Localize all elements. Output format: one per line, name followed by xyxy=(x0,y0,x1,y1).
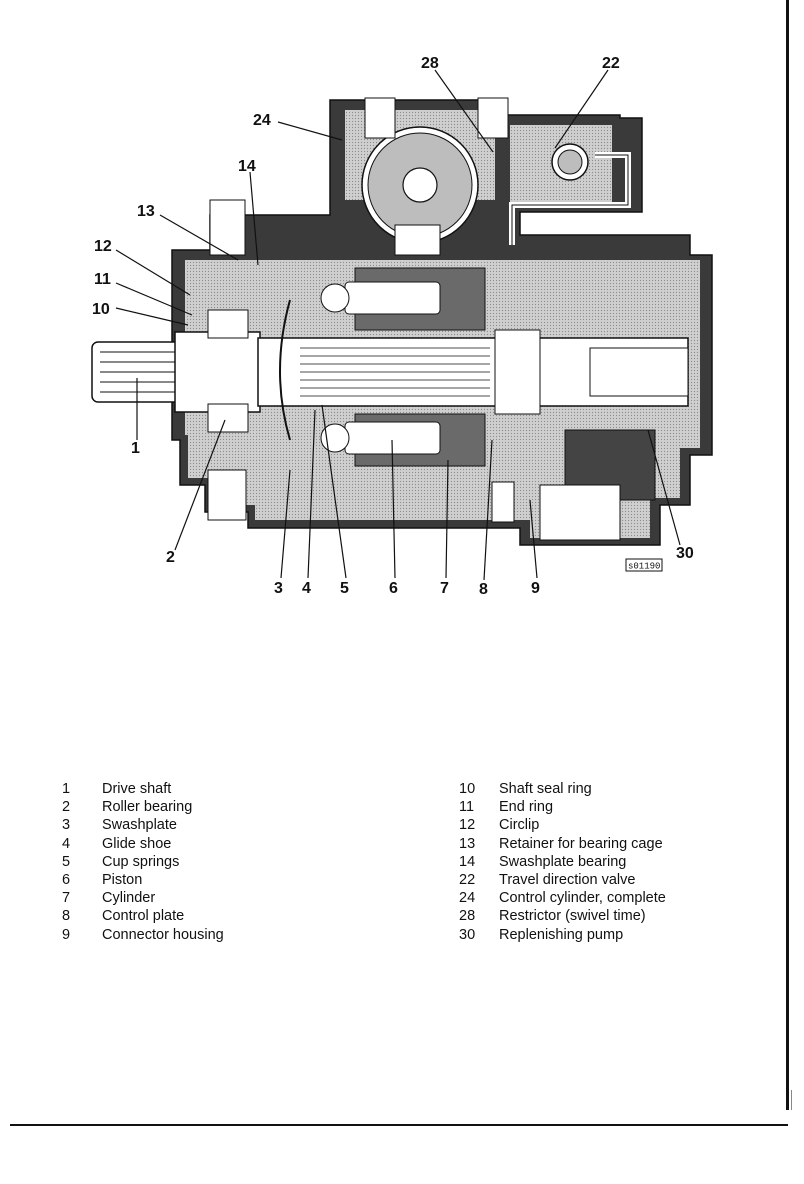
bearings xyxy=(207,309,656,541)
callout-8: 8 xyxy=(479,581,488,598)
callout-3: 3 xyxy=(274,580,283,597)
pump-cross-section-diagram: s01190 1 2 3 4 5 6 7 8 9 10 11 12 13 xyxy=(91,55,713,598)
travel-direction-valve xyxy=(509,143,631,245)
callout-7: 7 xyxy=(440,580,449,597)
callout-2: 2 xyxy=(166,549,175,566)
svg-text:s01190: s01190 xyxy=(628,562,660,572)
callout-22: 22 xyxy=(602,55,620,72)
drive-shaft xyxy=(91,329,689,415)
callout-13: 13 xyxy=(137,203,155,220)
figure-id-label: s01190 xyxy=(625,558,663,572)
page-border-tick xyxy=(791,1090,792,1110)
callout-12: 12 xyxy=(94,238,112,255)
page-border-right xyxy=(786,0,789,1110)
callout-30: 30 xyxy=(676,545,694,562)
callout-28: 28 xyxy=(421,55,439,72)
page-border-bottom xyxy=(10,1124,788,1126)
bolts xyxy=(207,97,515,523)
callout-5: 5 xyxy=(340,580,349,597)
callout-1: 1 xyxy=(131,440,140,457)
callout-4: 4 xyxy=(302,580,311,597)
callout-9: 9 xyxy=(531,580,540,597)
control-cylinder xyxy=(361,126,479,256)
callout-10: 10 xyxy=(92,301,110,318)
callout-14: 14 xyxy=(238,158,256,175)
callout-11: 11 xyxy=(94,271,111,288)
callout-24: 24 xyxy=(253,112,271,129)
callout-numbers: 1 2 3 4 5 6 7 8 9 10 11 12 13 14 22 24 2… xyxy=(92,55,694,598)
leader-lines xyxy=(115,69,681,581)
callout-6: 6 xyxy=(389,580,398,597)
